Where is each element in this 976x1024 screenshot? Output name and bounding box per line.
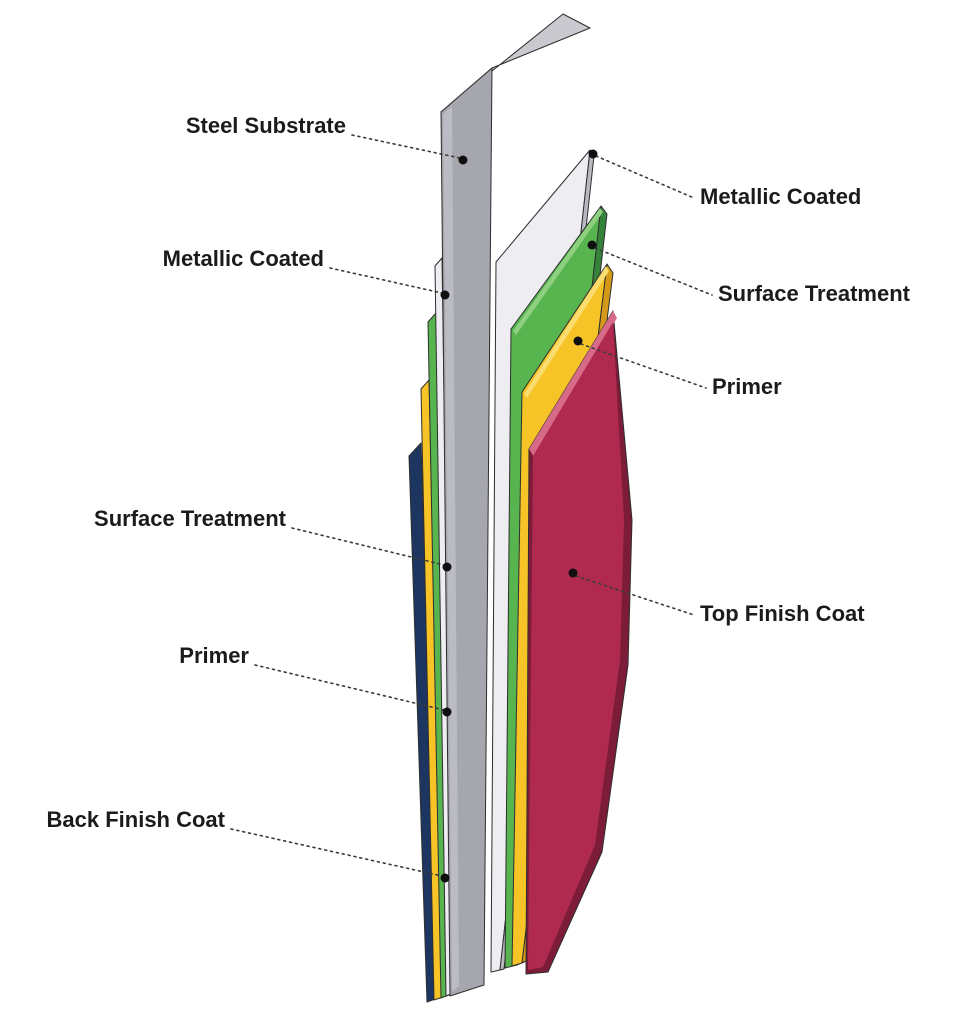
callout-dots: [440, 149, 598, 883]
label-metallic-coated-left: Metallic Coated: [163, 246, 324, 271]
top-finish-coat-layer: [525, 310, 633, 975]
callout-dot-top-finish: [568, 568, 578, 578]
callout-dot-back-finish: [440, 873, 450, 883]
label-back-finish-coat: Back Finish Coat: [47, 807, 226, 832]
top-finish-top-bevel: [529, 311, 617, 457]
leader-line-primer-left: [254, 664, 445, 711]
callout-dot-steel-substrate: [458, 155, 468, 165]
label-metallic-coated-right: Metallic Coated: [700, 184, 861, 209]
callout-dot-surface-right: [587, 240, 597, 250]
leader-line-primer-right: [580, 343, 707, 389]
front-primer-bevel: [524, 266, 609, 398]
callout-dot-primer-right: [573, 336, 583, 346]
leader-line-metallic-right: [595, 155, 695, 199]
leader-line-surface-left: [291, 527, 445, 566]
label-top-finish-coat: Top Finish Coat: [700, 601, 865, 626]
label-primer-left: Primer: [179, 643, 249, 668]
leader-line-back-finish: [230, 828, 443, 877]
callout-dot-primer-left: [442, 707, 452, 717]
steel-edge-highlight: [443, 106, 459, 992]
leader-lines: [230, 134, 713, 877]
steel-substrate-layer: [440, 13, 591, 997]
labels-right: Metallic Coated Surface Treatment Primer…: [700, 184, 911, 626]
top-finish-face: [528, 322, 624, 970]
callout-dot-metallic-left: [440, 290, 450, 300]
label-primer-right: Primer: [712, 374, 782, 399]
leader-line-steel-substrate: [351, 134, 461, 159]
front-surface-bevel: [513, 208, 603, 335]
callout-dot-metallic-right: [588, 149, 598, 159]
labels-left: Steel Substrate Metallic Coated Surface …: [47, 113, 346, 832]
callout-dot-surface-left: [442, 562, 452, 572]
leader-line-top-finish: [575, 575, 695, 616]
leader-line-metallic-left: [329, 267, 443, 294]
label-surface-treatment-left: Surface Treatment: [94, 506, 287, 531]
label-surface-treatment-right: Surface Treatment: [718, 281, 911, 306]
label-steel-substrate: Steel Substrate: [186, 113, 346, 138]
